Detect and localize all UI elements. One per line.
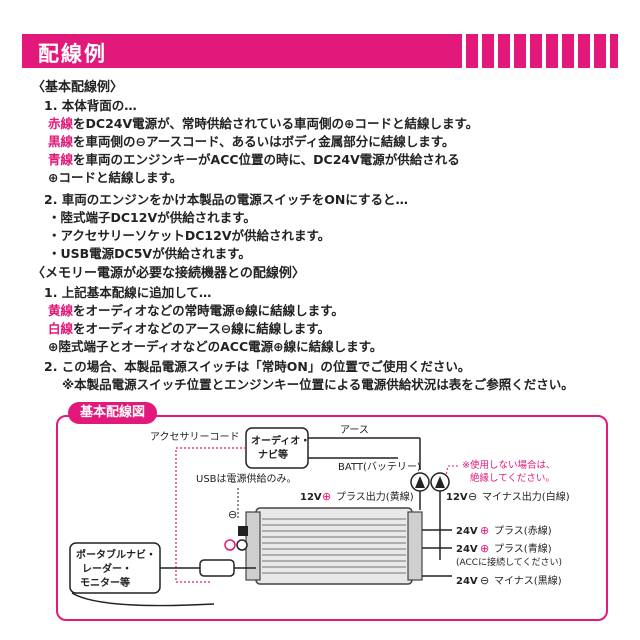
small-minus-terminal [236,539,248,551]
banner-stripe [574,34,578,68]
black-wire-text: を車両側の⊖アースコード、あるいはボディ金属部分に結線します。 [73,134,455,149]
blue-wire-line: 青線を車両のエンジンキーがACC位置の時に、DC24V電源が供給される [48,152,460,168]
in-red-text: プラス(赤線) [494,524,552,537]
audio-label-1: オーディオ・ [251,434,310,447]
plug-cable-lower [71,592,215,607]
terminal-arrow [435,476,445,488]
out-plus-sign: ⊕ [322,490,331,503]
black-wire-label: 黒線 [48,134,74,149]
portable-label-2: レーダー・ [82,562,132,575]
in-blue-sub: (ACCに接続してください) [456,556,562,568]
section1-item1-title: 1. 本体背面の… [44,98,137,113]
banner-stripe [558,34,562,68]
yellow-wire-label: 黄線 [48,303,74,318]
banner-stripe [542,34,546,68]
red-wire-label: 赤線 [48,116,74,131]
section1-heading: 〈基本配線例〉 [32,80,124,95]
accessory-cord-wire [175,447,246,583]
out-minus-sign: ⊖ [468,490,477,503]
blue-wire-line2: ⊕コードと結線します。 [48,170,183,185]
bullet-item: ・アクセサリーソケットDC12Vが供給されます。 [48,228,331,243]
white-wire-line: 白線をオーディオなどのアース⊖線に結線します。 [48,321,330,337]
banner-stripe [606,34,610,68]
accessory-cord-label: アクセサリーコード [150,431,240,443]
section-banner: 配線例 [22,34,618,68]
in-red-sign: ⊕ [480,524,489,537]
section2-heading: 〈メモリー電源が必要な接続機器との配線例〉 [32,266,305,281]
section2-item1-title: 1. 上記基本配線に追加して… [44,285,212,300]
in-black-sign: ⊖ [480,574,489,587]
usb-note: USBは電源供給のみ。 [196,472,297,485]
diagram-tab: 基本配線図 [68,402,158,424]
audio-label-2: ナビ等 [258,448,288,461]
banner-stripe [478,34,482,68]
bullet-item: ・USB電源DC5Vが供給されます。 [48,246,251,261]
red-wire-line: 赤線をDC24V電源が、常時供給されている車両側の⊕コードと結線します。 [48,116,478,132]
unused-note-2: 絶縁してください。 [470,472,555,484]
banner-stripe [462,34,466,68]
wiring-diagram-frame [56,415,608,621]
section1-item2-title: 2. 車両のエンジンをかけ本製品の電源スイッチをONにすると… [44,192,409,207]
batt-label: BATT(バッテリー) [338,461,421,473]
instructions-body: 〈基本配線例〉 1. 本体背面の… 赤線をDC24V電源が、常時供給されている車… [32,80,574,392]
reference-note: ※本製品電源スイッチ位置とエンジンキー位置による電源供給状況は表をご参照ください… [62,377,574,392]
out-minus-text: マイナス出力(白線) [482,490,570,503]
bullet-item: ・陸式端子DC12Vが供給されます。 [48,210,256,225]
portable-label-1: ポータブルナビ・ [76,548,156,561]
in-blue-sign: ⊕ [480,542,489,555]
small-plus-terminal [224,539,236,551]
in-blue-voltage: 24V [456,544,478,555]
white-wire-label: 白線 [48,321,74,336]
in-black-text: マイナス(黒線) [494,574,562,587]
inverter-endcap-right [407,511,423,581]
unused-note-1: ※使用しない場合は、 [462,459,555,471]
white-wire-text: をオーディオなどのアース⊖線に結線します。 [73,321,330,336]
blue-wire-label: 青線 [48,152,74,167]
terminal-arrow [415,476,425,488]
audio-navi-box [245,427,309,469]
in-black-voltage: 24V [456,576,478,587]
inverter-endcap-left [245,511,261,581]
inverter-fins [262,514,406,578]
cigarette-plug [199,559,235,577]
unused-pointer [445,465,458,477]
banner-stripe [590,34,594,68]
banner-stripe [526,34,530,68]
banner-stripe [494,34,498,68]
banner-stripe [510,34,514,68]
small-minus-sign: ⊖ [228,508,237,521]
section2-item2-title: 2. この場合、本製品電源スイッチは「常時ON」の位置でご使用ください。 [44,359,471,374]
yellow-wire-text: をオーディオなどの常時電源⊕線に結線します。 [73,303,344,318]
plus-terminal-line: ⊕陸式端子とオーディオなどのACC電源⊕線に結線します。 [48,339,383,354]
black-wire-line: 黒線を車両側の⊖アースコード、あるいはボディ金属部分に結線します。 [48,134,455,150]
out-plus-voltage: 12V [300,492,322,503]
yellow-wire-line: 黄線をオーディオなどの常時電源⊕線に結線します。 [48,303,344,319]
in-red-voltage: 24V [456,526,478,537]
in-blue-text: プラス(青線) [494,542,552,555]
out-plus-text: プラス出力(黄線) [336,490,414,503]
red-wire-text: をDC24V電源が、常時供給されている車両側の⊕コードと結線します。 [73,116,479,131]
power-switch [238,526,248,536]
portable-label-3: モニター等 [80,576,130,589]
out-minus-voltage: 12V [446,492,468,503]
blue-wire-text: を車両のエンジンキーがACC位置の時に、DC24V電源が供給される [73,152,460,167]
earth-label: アース [340,425,369,436]
banner-title: 配線例 [38,42,107,66]
